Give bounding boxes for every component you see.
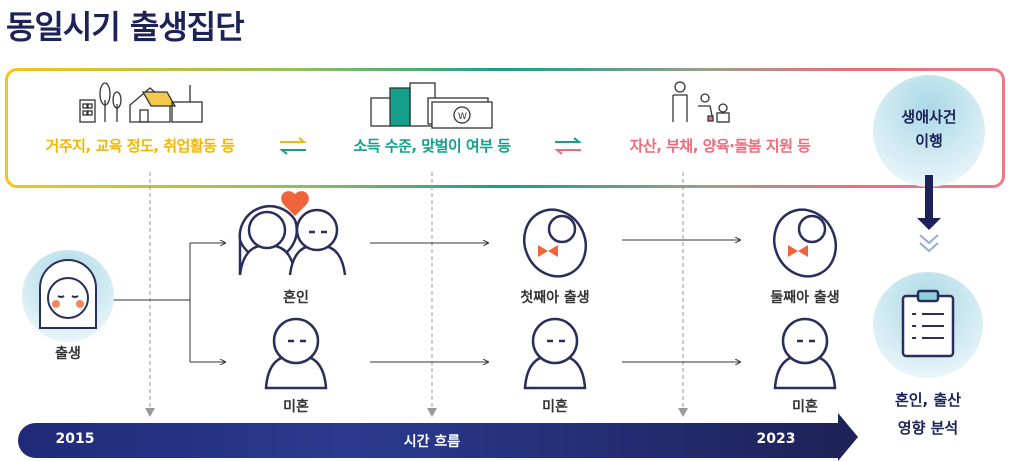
second-child-label: 둘째아 출생 bbox=[770, 290, 840, 306]
single-person-icon bbox=[264, 317, 328, 390]
marriage-label: 혼인 bbox=[283, 290, 309, 306]
factor-label-residence: 거주지, 교육 정도, 취업활동 등 bbox=[45, 137, 235, 155]
unmarried-label: 미혼 bbox=[283, 399, 309, 415]
clipboard-icon bbox=[901, 289, 955, 358]
timeline-bar bbox=[18, 423, 840, 458]
unmarried-label: 미혼 bbox=[542, 399, 568, 415]
timeline-label: 시간 흐름 bbox=[403, 434, 461, 450]
exchange-arrows-icon bbox=[279, 137, 307, 155]
life-event-line2: 이행 bbox=[915, 132, 943, 150]
page-title: 동일시기 출생집단 bbox=[6, 8, 245, 46]
first-child-label: 첫째아 출생 bbox=[520, 290, 590, 306]
swaddled-baby-icon bbox=[772, 208, 838, 278]
life-event-line1: 생애사건 bbox=[901, 108, 957, 126]
timeline-arrowhead-icon bbox=[838, 413, 858, 461]
single-person-icon bbox=[523, 317, 587, 390]
timeline-start: 2015 bbox=[55, 431, 95, 447]
childcare-icon bbox=[672, 81, 730, 123]
birth-label: 출생 bbox=[55, 346, 81, 362]
factor-label-assets: 자산, 부채, 양육·돌봄 지원 등 bbox=[629, 137, 811, 155]
analysis-line2: 영향 분석 bbox=[897, 419, 959, 437]
analysis-line1: 혼인, 출산 bbox=[894, 391, 962, 409]
residence-icon bbox=[79, 82, 203, 123]
timeline-end: 2023 bbox=[756, 431, 796, 447]
income-icon: W bbox=[370, 82, 493, 129]
swaddled-baby-icon bbox=[522, 208, 588, 278]
life-event-circle bbox=[873, 75, 985, 187]
factors-frame bbox=[5, 68, 1005, 188]
factor-label-income: 소득 수준, 맞벌이 여부 등 bbox=[353, 137, 511, 155]
exchange-arrows-icon bbox=[554, 137, 582, 155]
couple-icon bbox=[238, 191, 347, 276]
single-person-icon bbox=[773, 317, 837, 390]
unmarried-label: 미혼 bbox=[792, 399, 818, 415]
newborn-icon bbox=[39, 259, 97, 329]
svg-text:W: W bbox=[458, 112, 467, 122]
